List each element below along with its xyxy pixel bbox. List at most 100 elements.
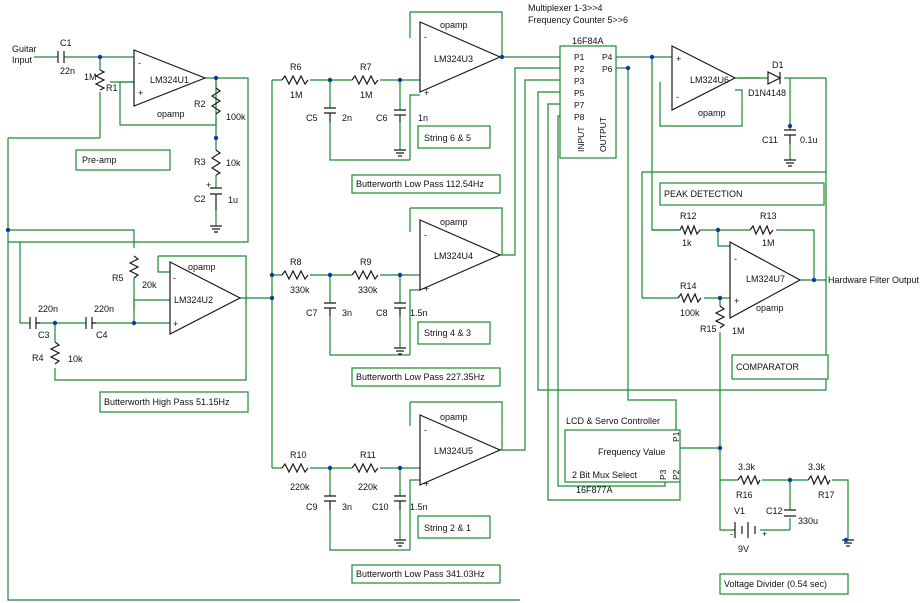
resistor-r10 xyxy=(281,462,309,474)
opamps xyxy=(133,21,802,486)
resistor-r8 xyxy=(281,269,309,281)
c3-value: 220n xyxy=(38,304,58,314)
u2-type: opamp xyxy=(188,262,216,272)
capacitor-c1 xyxy=(57,51,65,63)
r5-value: 20k xyxy=(142,280,157,290)
c4-value: 220n xyxy=(94,304,114,314)
frequency-value-label: Frequency Value xyxy=(598,447,665,457)
resistor-r16 xyxy=(737,474,761,486)
mcu1-pin-p4: P4 xyxy=(602,52,613,62)
capacitor-c2 xyxy=(210,187,222,210)
d1-label: D1 xyxy=(772,60,784,70)
c1-label: C1 xyxy=(60,38,72,48)
resistor-r3 xyxy=(210,149,222,176)
mcu1-pin-p3: P3 xyxy=(574,76,585,86)
u6-label: LM324U6 xyxy=(690,75,729,85)
capacitor-c6 xyxy=(394,109,406,122)
c10-label: C10 xyxy=(372,502,389,512)
u5-label: LM324U5 xyxy=(434,446,473,456)
resistor-r13 xyxy=(749,224,774,236)
opamp-u1 xyxy=(133,49,207,107)
string43-label: String 4 & 3 xyxy=(424,328,471,338)
u7-label: LM324U7 xyxy=(746,274,785,284)
capacitor-c3 xyxy=(29,317,40,329)
ic-16f877a xyxy=(564,429,681,483)
r16-value: 3.3k xyxy=(738,462,756,472)
c9-label: C9 xyxy=(306,502,318,512)
battery-v1 xyxy=(734,522,756,538)
capacitor-c10 xyxy=(394,495,406,510)
r17-label: R17 xyxy=(818,490,835,500)
u4-minus: - xyxy=(424,230,427,240)
r8-label: R8 xyxy=(290,257,302,267)
r6-label: R6 xyxy=(290,62,302,72)
input-label-1: Guitar xyxy=(12,44,37,54)
u3-type: opamp xyxy=(440,20,468,30)
capacitor-c7 xyxy=(324,302,336,316)
u1-type: opamp xyxy=(157,109,185,119)
u6-type: opamp xyxy=(698,108,726,118)
u3-minus: - xyxy=(424,32,427,42)
preamp-label: Pre-amp xyxy=(82,155,117,165)
u5-type: opamp xyxy=(440,412,468,422)
capacitor-c11 xyxy=(784,129,796,144)
u3-label: LM324U3 xyxy=(434,54,473,64)
mcu2-label: 16F877A xyxy=(576,485,613,495)
c11-value: 0.1u xyxy=(800,135,818,145)
r8-value: 330k xyxy=(290,285,310,295)
mcu1-pin-p1: P1 xyxy=(574,52,585,62)
r5-label: R5 xyxy=(112,273,124,283)
lcd-controller-label: LCD & Servo Controller xyxy=(566,416,660,426)
junctions xyxy=(5,54,849,543)
mcu1-pin-p7: P7 xyxy=(574,100,585,110)
c2-label: C2 xyxy=(194,194,206,204)
highpass-label: Butterworth High Pass 51.15Hz xyxy=(104,397,230,407)
label-boxes xyxy=(75,125,849,595)
c11-label: C11 xyxy=(762,135,778,145)
u1-minus: - xyxy=(138,58,141,68)
u2-plus: + xyxy=(173,319,178,329)
c8-label: C8 xyxy=(376,308,388,318)
c7-label: C7 xyxy=(306,308,318,318)
input-label-2: Input xyxy=(12,55,33,65)
c6-value: 1n xyxy=(418,113,428,123)
resistor-r11 xyxy=(351,462,379,474)
u7-minus: - xyxy=(734,254,737,264)
voltage-divider-label: Voltage Divider (0.54 sec) xyxy=(724,579,827,589)
resistor-r7 xyxy=(351,74,379,86)
c8-value: 1.5n xyxy=(410,308,428,318)
resistor-r17 xyxy=(807,474,831,486)
r4-label: R4 xyxy=(32,353,44,363)
resistors xyxy=(49,69,831,486)
mcu1-pin-p6: P6 xyxy=(602,64,613,74)
u3-plus: + xyxy=(424,88,429,98)
lowpass1-label: Butterworth Low Pass 112.54Hz xyxy=(356,179,484,189)
header-line2: Frequency Counter 5>>6 xyxy=(528,15,628,25)
resistor-r1 xyxy=(94,69,106,91)
mcu2-pin-p2: P2 xyxy=(671,469,681,480)
r6-value: 1M xyxy=(290,90,303,100)
u1-plus: + xyxy=(138,88,143,98)
r3-label: R3 xyxy=(194,157,206,167)
opamp-u7 xyxy=(729,240,802,320)
capacitors xyxy=(29,51,796,517)
mcu1-pin-p2: P2 xyxy=(574,64,585,74)
u4-plus: + xyxy=(424,284,429,294)
r3-value: 10k xyxy=(226,158,241,168)
v1-value: 9V xyxy=(738,544,749,554)
ground-icon xyxy=(394,539,406,547)
text-labels: Multiplexer 1-3>>4 Frequency Counter 5>>… xyxy=(12,3,920,589)
u2-label: LM324U2 xyxy=(174,295,213,305)
comparator-label: COMPARATOR xyxy=(736,362,800,372)
opamp-u4 xyxy=(419,219,502,291)
r14-label: R14 xyxy=(680,281,697,291)
c5-label: C5 xyxy=(306,113,318,123)
c4-label: C4 xyxy=(96,330,108,340)
mcu1-pin-p5: P5 xyxy=(574,88,585,98)
resistor-r12 xyxy=(679,224,701,236)
c10-value: 1.5n xyxy=(410,502,428,512)
capacitor-c5 xyxy=(324,107,336,122)
diode-d1 xyxy=(767,71,782,85)
string65-label: String 6 & 5 xyxy=(424,133,471,143)
